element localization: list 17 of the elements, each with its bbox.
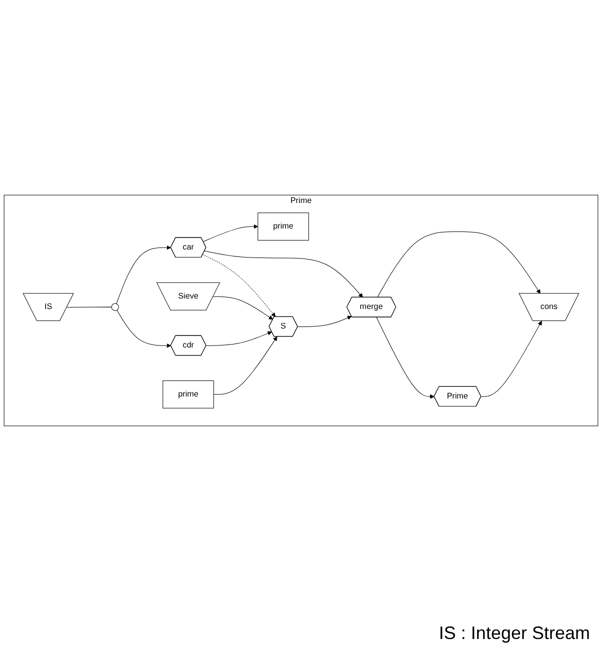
arrow [206, 330, 272, 346]
arrow [376, 316, 434, 398]
node-box: prime [258, 212, 309, 240]
arrow [204, 250, 363, 298]
arrow [202, 224, 258, 242]
arrow [480, 320, 542, 396]
arrow [377, 230, 541, 298]
node-circle [111, 302, 119, 310]
arrow [116, 244, 172, 304]
arrow [213, 336, 278, 394]
connector [66, 306, 112, 308]
note-text: IS : Integer Stream [438, 623, 590, 644]
arrow [212, 296, 274, 320]
arrow [202, 254, 276, 317]
node-box: prime [162, 380, 214, 408]
arrow [116, 309, 172, 348]
arrow [298, 315, 352, 326]
